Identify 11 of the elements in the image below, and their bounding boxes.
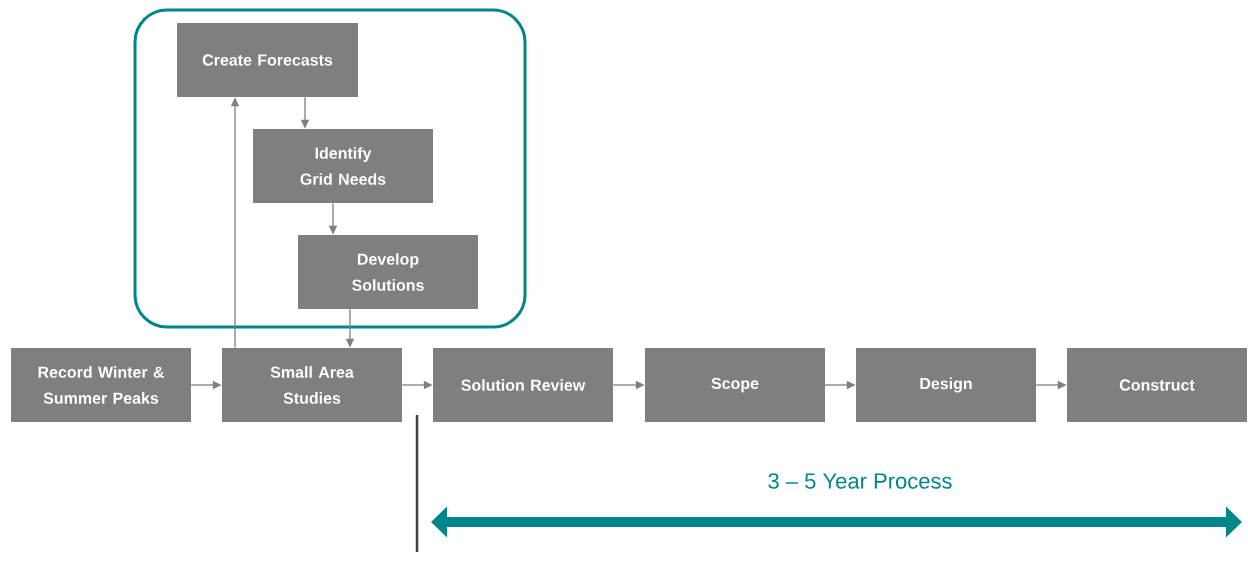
process-box: Create Forecasts (177, 23, 358, 97)
group-frame (133, 8, 527, 329)
process-box: Construct (1067, 348, 1247, 422)
process-box: Solution Review (433, 348, 613, 422)
duration-label: 3 – 5 Year Process (768, 473, 952, 489)
process-box: Record Winter & Summer Peaks (11, 348, 191, 422)
process-box: Scope (645, 348, 825, 422)
process-box: Identify Grid Needs (253, 129, 433, 203)
process-box: Design (856, 348, 1036, 422)
process-box: Develop Solutions (298, 235, 478, 309)
process-box: Small Area Studies (222, 348, 402, 422)
